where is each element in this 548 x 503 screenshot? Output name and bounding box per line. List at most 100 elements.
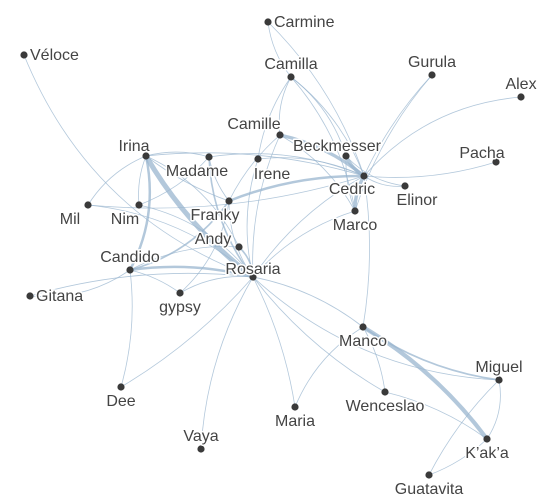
node-label-halo: Vaya: [183, 428, 218, 445]
edge-Camilla-Beckmesser: [290, 76, 347, 157]
node-dot[interactable]: [126, 266, 134, 274]
node-label-halo: Irina: [118, 138, 149, 155]
node-dot[interactable]: [517, 93, 525, 101]
node-dot[interactable]: [425, 471, 433, 479]
edge-Gurula-Cedric: [363, 74, 433, 177]
node-label: Véloce: [30, 47, 79, 64]
edge-Carmine-Cedric: [267, 21, 365, 177]
node-dot[interactable]: [342, 152, 350, 160]
node-dot[interactable]: [428, 71, 436, 79]
edge-Rosaria-Maria: [252, 276, 296, 408]
node-label-halo: Camille: [227, 116, 280, 133]
node-label-halo: Madame: [166, 163, 228, 180]
node-dot[interactable]: [135, 201, 143, 209]
node-dot[interactable]: [176, 289, 184, 297]
node-dot[interactable]: [401, 182, 409, 190]
edge-Nim-Irina: [138, 155, 147, 206]
edge-gypsy-Candido: [129, 269, 181, 294]
edge-Irene-Rosaria: [246, 158, 259, 278]
node-dot[interactable]: [142, 152, 150, 160]
node-label-halo: Nim: [111, 211, 139, 228]
node-dot[interactable]: [492, 158, 500, 166]
edge-Camille-Marco: [279, 134, 356, 212]
node-dot[interactable]: [84, 201, 92, 209]
node-label-halo: Maria: [275, 413, 315, 430]
node-dot[interactable]: [287, 73, 295, 81]
edge-Mil-Rosaria: [87, 204, 254, 278]
node-dot[interactable]: [249, 273, 257, 281]
node-label: Maria: [275, 413, 315, 430]
node-dot[interactable]: [351, 207, 359, 215]
node-dot[interactable]: [117, 383, 125, 391]
node-dot[interactable]: [26, 292, 34, 300]
node-label-halo: gypsy: [159, 299, 201, 316]
edge-Franky-Cedric: [228, 174, 365, 203]
node-label-halo: Mil: [60, 211, 80, 228]
node-label: Gitana: [36, 288, 83, 305]
node-dot[interactable]: [264, 18, 272, 26]
edge-Elinor-Beckmesser: [345, 155, 406, 187]
edge-Franky-Rosaria: [228, 200, 254, 278]
node-dot[interactable]: [359, 323, 367, 331]
node-dot[interactable]: [381, 388, 389, 396]
node-dot[interactable]: [495, 376, 503, 384]
node-dot[interactable]: [20, 51, 28, 59]
node-dot[interactable]: [276, 131, 284, 139]
node-label: Elinor: [397, 192, 439, 209]
node-dot[interactable]: [225, 197, 233, 205]
node-label-halo: K’ak’a: [465, 445, 509, 462]
edge-Irina-Cedric: [145, 152, 365, 177]
node-label-halo: Candido: [100, 249, 160, 266]
node-label-halo: Beckmesser: [293, 138, 382, 155]
node-dot[interactable]: [197, 445, 205, 453]
node-dot[interactable]: [235, 243, 243, 251]
edge-Dee-Candido: [120, 269, 133, 388]
edge-Carmine-Camilla: [267, 21, 292, 78]
node-dot[interactable]: [205, 153, 213, 161]
node-label: Camilla: [264, 56, 317, 73]
node-label-halo: Camilla: [264, 56, 317, 73]
node-dot[interactable]: [254, 155, 262, 163]
edge-gypsy-Rosaria: [179, 276, 254, 294]
node-label: Guatavita: [395, 481, 464, 498]
edge-Nim-Rosaria: [138, 204, 254, 278]
node-label: Alex: [505, 76, 536, 93]
node-Kaka[interactable]: K’ak’aK’ak’a: [464, 435, 510, 464]
edge-Manco-Maria: [294, 326, 364, 408]
node-label-halo: Miguel: [475, 359, 522, 376]
node-label: Mil: [60, 211, 80, 228]
node-dot[interactable]: [483, 435, 491, 443]
node-dot[interactable]: [360, 172, 368, 180]
edge-Rosaria-Dee: [120, 276, 254, 388]
node-dot[interactable]: [291, 403, 299, 411]
